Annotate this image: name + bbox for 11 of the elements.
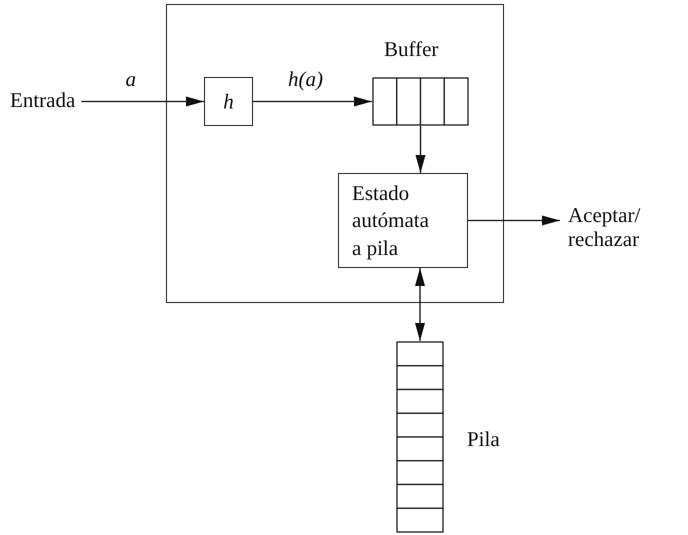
stack-label: Pila [467,427,500,452]
box-label: h [223,88,234,115]
container-box [166,4,504,303]
output-label: Aceptar/ rechazar [568,203,652,252]
state-box [338,173,468,268]
input-label: Entrada [10,88,76,112]
edge-label: h(a) [288,68,323,90]
function-box [204,77,253,126]
buffer-heading: Buffer [384,39,438,60]
edge-label: a [126,68,136,90]
box-label: Estado autómata a pila [352,180,430,262]
